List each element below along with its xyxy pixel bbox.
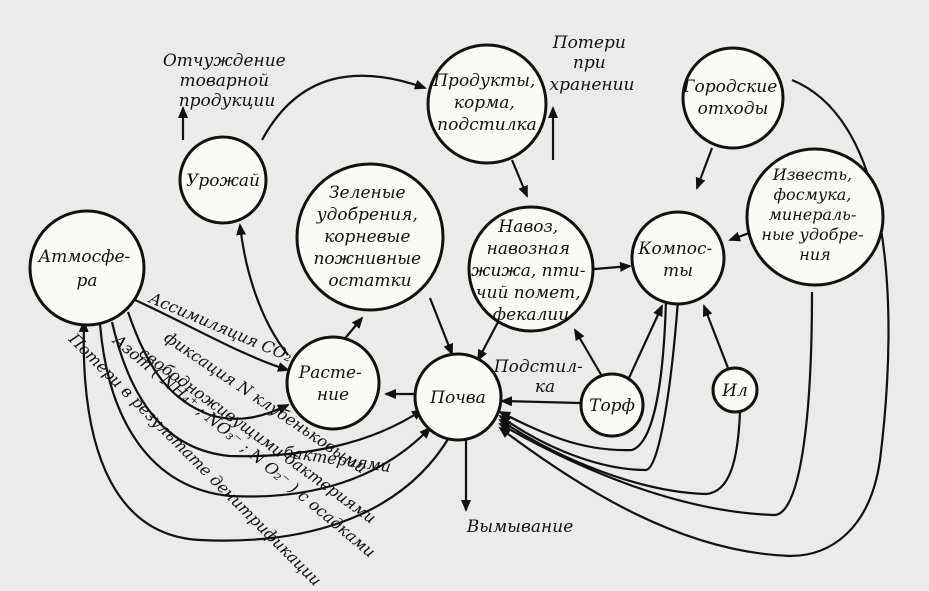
assimilation-label: Ассимиляция CO₂ <box>146 288 296 366</box>
arrow-peat-to-soil <box>500 396 581 407</box>
arrow-silt-to-compost <box>702 304 730 369</box>
node-plant: Расте- ние <box>285 335 381 431</box>
arrow-compost-to-soil-2 <box>498 299 668 452</box>
node-harvest: Урожай <box>178 135 268 225</box>
arrow-fixation-free <box>110 321 424 458</box>
flow-arrows <box>78 74 890 558</box>
compost-label: Компос- ты <box>637 239 717 281</box>
atmosphere-label: Атмосфе- ра <box>37 247 135 291</box>
manure-label: Навоз, навозная жижа, пти- чий помет, фе… <box>471 217 591 325</box>
arrow-peat-to-compost <box>627 304 663 381</box>
green-manure-label: Зеленые удобрения, корневые пожнивные ос… <box>313 183 426 291</box>
arrow-denitrification <box>78 320 451 542</box>
arrow-urban-to-compost <box>695 147 714 190</box>
products-label: Продукты, корма, подстилка <box>432 71 541 135</box>
leaching-label: Вымывание <box>466 517 574 537</box>
arrow-manure-to-soil <box>477 321 499 362</box>
storage-losses-label: Потери при хранении <box>550 33 635 95</box>
plant-label: Расте- ние <box>298 363 367 405</box>
arrow-products-to-manure <box>510 159 529 198</box>
node-silt: Ил <box>711 366 759 414</box>
arrow-plant-to-harvest <box>236 223 289 356</box>
node-atmosphere: Атмосфе- ра <box>28 209 146 327</box>
arrow-atmosphere-to-plant <box>134 298 290 372</box>
node-products: Продукты, корма, подстилка <box>426 43 548 165</box>
arrow-harvest-to-products <box>261 74 427 141</box>
peat-label: Торф <box>589 396 635 416</box>
node-green-manure: Зеленые удобрения, корневые пожнивные ос… <box>295 162 445 312</box>
arrow-lime-to-soil <box>498 291 814 517</box>
arrow-silt-to-soil <box>498 411 742 496</box>
node-urban-waste: Городские отходы <box>681 46 785 150</box>
arrow-nitrogen-precip <box>98 323 432 498</box>
silt-label: Ил <box>721 381 748 401</box>
node-soil: Почва <box>413 352 503 442</box>
node-peat: Торф <box>579 372 645 438</box>
arrow-fixation-nodule <box>126 311 290 420</box>
soil-label: Почва <box>429 388 486 408</box>
node-lime-fertilizers: Известь, фосмука, минераль- ные удобре- … <box>745 147 885 287</box>
arrow-peat-to-manure <box>573 328 604 379</box>
alienation-label: Отчуждение товарной продукции <box>163 51 291 111</box>
arrow-green-manure-to-soil <box>428 297 454 356</box>
urban-waste-label: Городские отходы <box>682 77 782 119</box>
node-manure: Навоз, навозная жижа, пти- чий помет, фе… <box>467 205 595 333</box>
lime-fertilizers-label: Известь, фосмука, минераль- ные удобре- … <box>761 165 868 264</box>
node-compost: Компос- ты <box>630 210 726 306</box>
bedding-label: Подстил- ка <box>493 357 588 397</box>
arrow-compost-to-soil-1 <box>498 299 680 472</box>
harvest-label: Урожай <box>186 171 260 191</box>
